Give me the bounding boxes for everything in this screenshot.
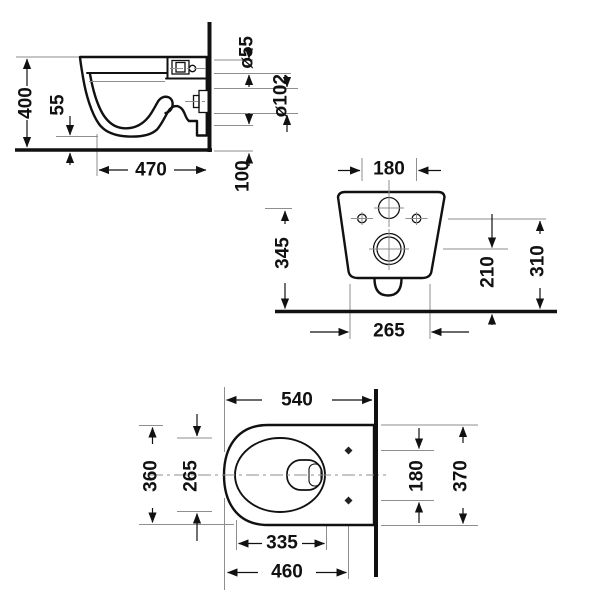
dim-label-inner-bowl-width: 265 xyxy=(181,460,202,492)
dim-label-top-hole-spacing: 180 xyxy=(407,460,428,492)
top-fixing-mark-upper xyxy=(344,446,353,455)
dim-label-side-clearance: 55 xyxy=(48,94,69,116)
dim-label-hole-distance-front: 460 xyxy=(271,562,303,583)
side-view: 400 55 470 ø55 ø102 100 xyxy=(15,22,298,192)
top-fixing-mark-lower xyxy=(344,496,353,505)
dim-label-rear-bottom-width: 265 xyxy=(373,321,405,342)
toilet-side-inner-bowl xyxy=(88,72,174,130)
dim-label-top-width: 360 xyxy=(141,460,162,492)
top-view: 540 360 265 180 370 335 460 xyxy=(139,387,478,590)
dim-label-outlet-pipe-diameter: ø102 xyxy=(271,74,292,117)
dim-label-rear-hole-spacing: 180 xyxy=(373,159,405,180)
dim-label-flush-pipe-diameter: ø55 xyxy=(237,36,258,69)
flush-socket-inner xyxy=(175,61,186,73)
toilet-rear-trap-bulge xyxy=(373,277,403,297)
dim-label-side-depth: 470 xyxy=(135,160,167,181)
dim-label-outlet-height-rear: 210 xyxy=(478,256,499,288)
dim-label-fixing-height: 310 xyxy=(528,245,549,277)
dim-label-width-at-wall: 370 xyxy=(451,460,472,492)
toilet-side-profile xyxy=(78,55,208,138)
dim-label-inlet-height: 345 xyxy=(273,237,294,269)
dim-label-inner-bowl-depth: 335 xyxy=(266,533,298,554)
dim-label-outlet-height: 100 xyxy=(233,160,254,192)
rear-view: 180 345 210 310 265 xyxy=(265,158,557,342)
dim-label-side-height: 400 xyxy=(16,87,37,119)
dim-label-top-depth: 540 xyxy=(281,390,313,411)
